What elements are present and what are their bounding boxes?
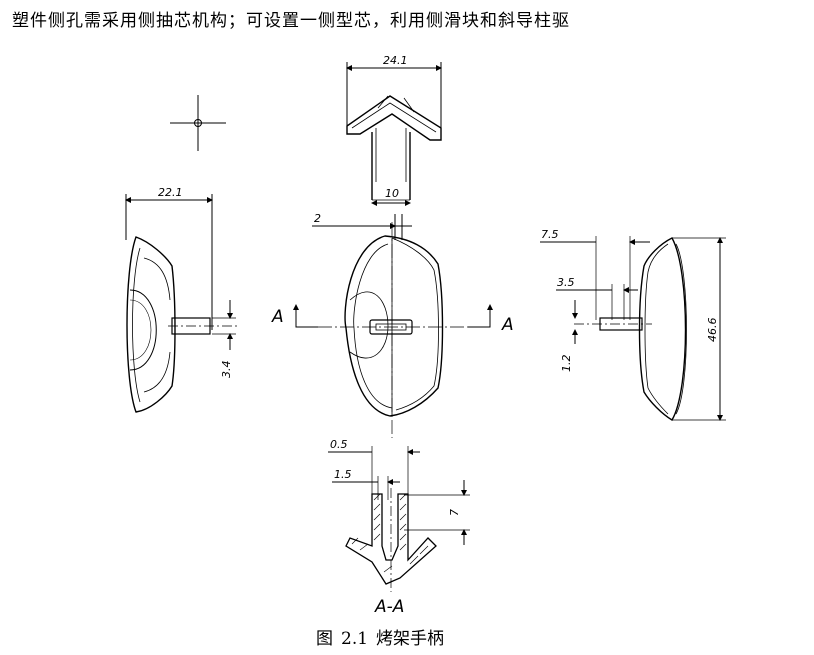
- dim-section-b: 1.5: [334, 468, 352, 481]
- section-view: [328, 446, 470, 592]
- dim-section-a: 0.5: [330, 438, 348, 451]
- dim-top-width: 24.1: [383, 54, 408, 67]
- caption-prefix: 图: [316, 629, 333, 649]
- dim-right-b: 3.5: [557, 276, 575, 289]
- dim-section-c: 7: [448, 509, 461, 516]
- dim-center-slot: 2: [314, 212, 321, 225]
- dim-right-a: 7.5: [541, 228, 559, 241]
- crosshair-symbol: [170, 95, 226, 151]
- dim-right-c: 1.2: [560, 355, 573, 373]
- caption-title: 烤架手柄: [376, 629, 445, 649]
- top-view: [346, 62, 442, 206]
- section-label-right: A: [501, 315, 514, 335]
- left-view: [125, 194, 238, 413]
- dim-top-stem: 10: [385, 187, 399, 200]
- right-view: [540, 236, 726, 421]
- section-label-left: A: [271, 307, 284, 327]
- section-view-label: A-A: [374, 597, 404, 617]
- dim-left-width: 22.1: [158, 186, 183, 199]
- header-text: 塑件侧孔需采用侧抽芯机构；可设置一侧型芯，利用侧滑块和斜导柱驱: [12, 11, 570, 31]
- dim-right-height: 46.6: [706, 318, 719, 343]
- caption-number: 2.1: [341, 629, 369, 649]
- center-view: [293, 214, 493, 438]
- figure-caption: 图 2.1 烤架手柄: [316, 624, 444, 649]
- dim-left-pin: 3.4: [220, 361, 233, 379]
